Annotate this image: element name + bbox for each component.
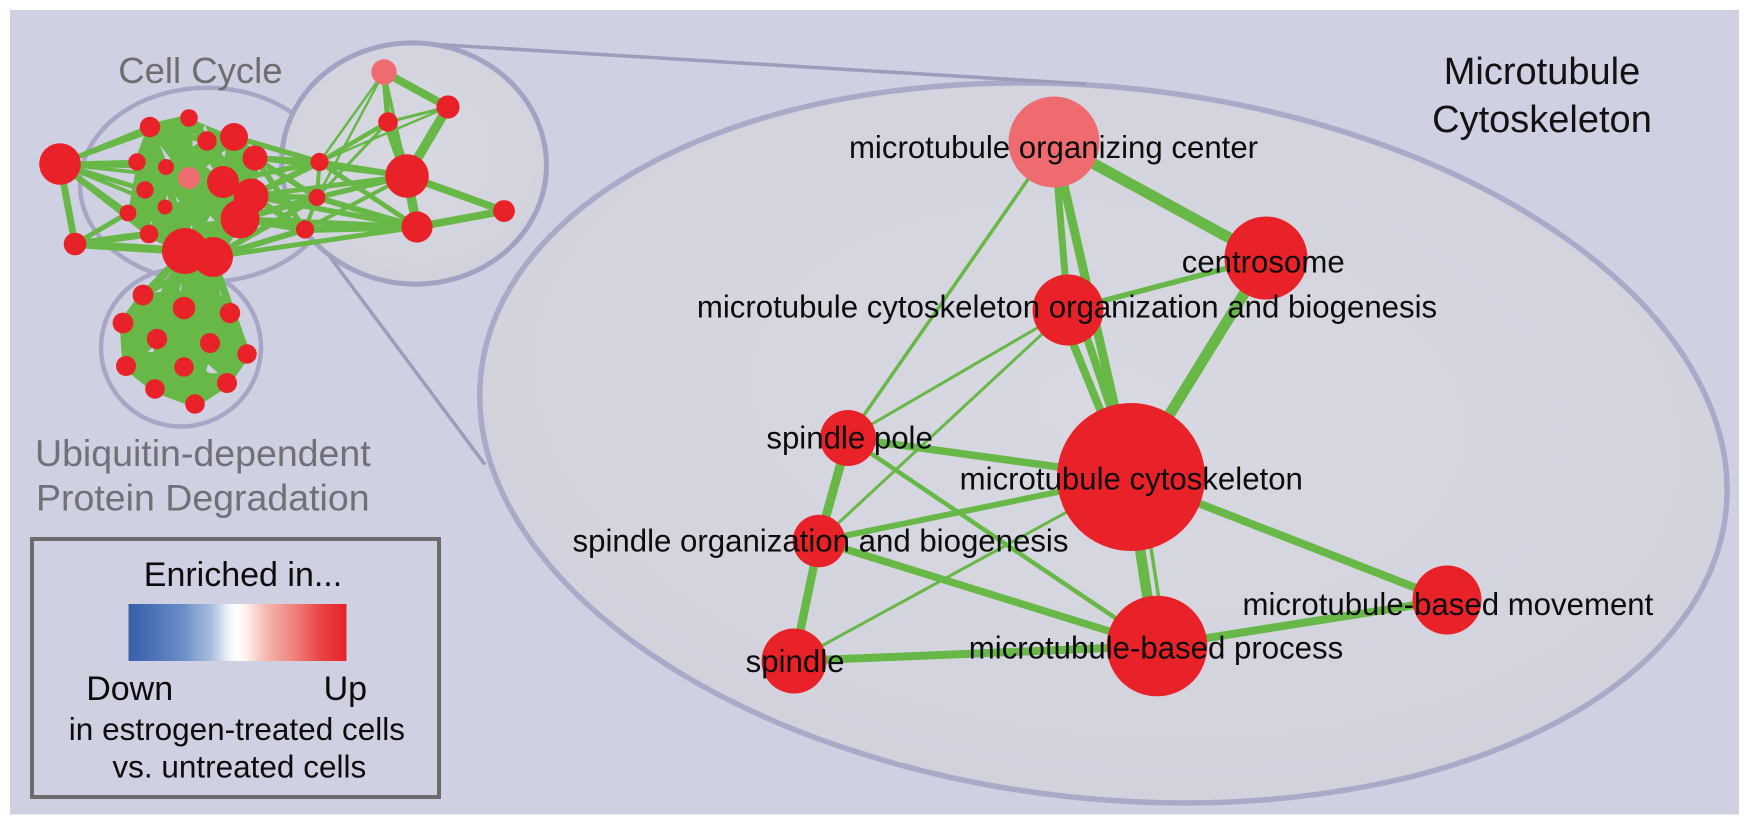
svg-text:microtubule organizing center: microtubule organizing center	[849, 130, 1258, 165]
svg-text:centrosome: centrosome	[1182, 245, 1345, 280]
svg-text:Ubiquitin-dependent: Ubiquitin-dependent	[35, 432, 371, 474]
svg-text:Up: Up	[324, 670, 367, 708]
svg-text:microtubule cytoskeleton organ: microtubule cytoskeleton organization an…	[697, 290, 1437, 325]
svg-text:Cell Cycle: Cell Cycle	[118, 50, 282, 91]
svg-text:Enriched in...: Enriched in...	[144, 556, 342, 594]
svg-text:Cytoskeleton: Cytoskeleton	[1432, 99, 1652, 141]
svg-text:spindle: spindle	[746, 644, 845, 679]
svg-text:spindle pole: spindle pole	[766, 421, 932, 456]
svg-text:microtubule-based process: microtubule-based process	[969, 631, 1343, 666]
svg-text:in estrogen-treated cells: in estrogen-treated cells	[69, 711, 405, 747]
svg-text:Protein Degradation: Protein Degradation	[36, 477, 370, 519]
svg-text:spindle organization and bioge: spindle organization and biogenesis	[573, 524, 1069, 559]
svg-text:vs. untreated cells: vs. untreated cells	[112, 749, 366, 785]
svg-text:microtubule-based movement: microtubule-based movement	[1242, 587, 1653, 622]
svg-text:Down: Down	[86, 670, 173, 708]
svg-text:Microtubule: Microtubule	[1444, 51, 1640, 93]
svg-text:microtubule cytoskeleton: microtubule cytoskeleton	[960, 462, 1303, 497]
